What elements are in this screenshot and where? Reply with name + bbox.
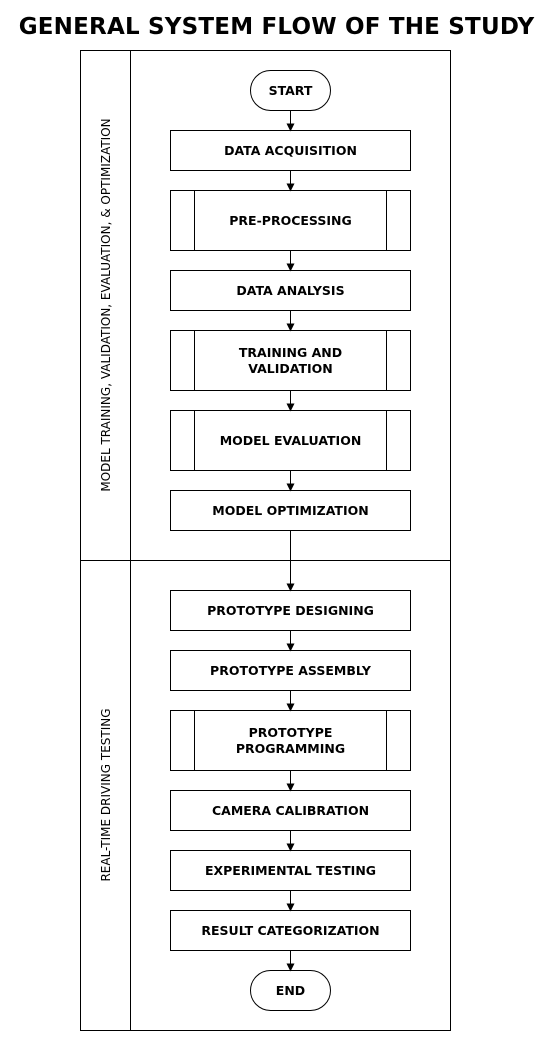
step-label: EXPERIMENTAL TESTING — [205, 863, 376, 878]
diagram-title: GENERAL SYSTEM FLOW OF THE STUDY — [18, 14, 535, 40]
step-result-categorization: RESULT CATEGORIZATION — [170, 910, 411, 951]
step-data-analysis: DATA ANALYSIS — [170, 270, 411, 311]
step-label: MODEL EVALUATION — [220, 433, 362, 448]
step-label: VALIDATION — [248, 361, 332, 376]
step-label: RESULT CATEGORIZATION — [201, 923, 379, 938]
swimlane-frame — [80, 50, 451, 1031]
step-box — [170, 130, 411, 171]
step-box — [170, 710, 411, 771]
start-terminal: START — [250, 70, 331, 111]
step-label: PROGRAMMING — [236, 741, 345, 756]
end-terminal: END — [250, 970, 331, 1011]
step-experimental-testing: EXPERIMENTAL TESTING — [170, 850, 411, 891]
step-prototype-designing: PROTOTYPE DESIGNING — [170, 590, 411, 631]
step-label: DATA ACQUISITION — [224, 143, 357, 158]
step-label: PROTOTYPE DESIGNING — [207, 603, 374, 618]
start-label: START — [269, 83, 313, 98]
step-label: CAMERA CALIBRATION — [212, 803, 369, 818]
step-box — [170, 190, 411, 251]
step-label: TRAINING AND — [239, 345, 342, 360]
end-label: END — [276, 983, 305, 998]
step-data-acquisition: DATA ACQUISITION — [170, 130, 411, 171]
process-steps: DATA ACQUISITION PRE-PROCESSING DATA ANALY… — [170, 130, 411, 951]
step-model-optimization: MODEL OPTIMIZATION — [170, 490, 411, 531]
step-prototype-assembly: PROTOTYPE ASSEMBLY — [170, 650, 411, 691]
step-label: MODEL OPTIMIZATION — [212, 503, 368, 518]
step-camera-calibration: CAMERA CALIBRATION — [170, 790, 411, 831]
step-box — [170, 650, 411, 691]
lane-label-real-time-testing: REAL-TIME DRIVING TESTING — [99, 708, 113, 881]
step-label: PROTOTYPE ASSEMBLY — [210, 663, 372, 678]
step-pre-processing: PRE-PROCESSING — [170, 190, 411, 251]
step-label: PROTOTYPE — [249, 725, 333, 740]
step-label: PRE-PROCESSING — [229, 213, 351, 228]
step-model-evaluation: MODEL EVALUATION — [170, 410, 411, 471]
step-box — [170, 490, 411, 531]
lane-label-model-training: MODEL TRAINING, VALIDATION, EVALUATION, … — [99, 118, 113, 491]
step-box — [170, 410, 411, 471]
step-label: DATA ANALYSIS — [236, 283, 344, 298]
step-box — [170, 790, 411, 831]
